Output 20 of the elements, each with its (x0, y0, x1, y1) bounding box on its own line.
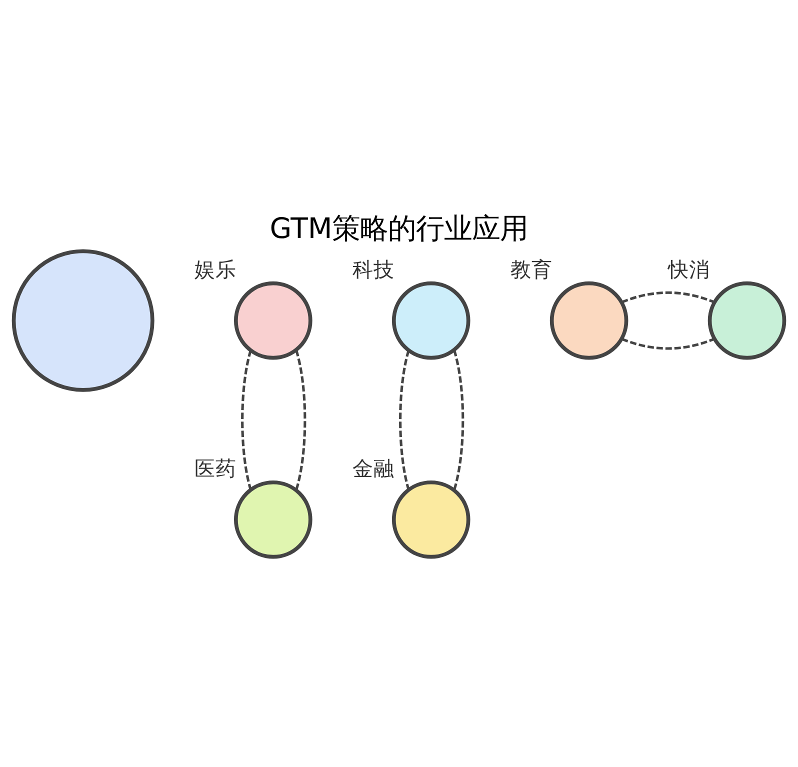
node-circle (550, 281, 628, 360)
node-label: 医药 (194, 456, 236, 481)
connector (452, 350, 464, 491)
node-label: 教育 (510, 258, 552, 282)
node-label: 快消 (668, 258, 710, 282)
diagram-title: GTM策略的行业应用 (270, 212, 528, 245)
node-circle (12, 249, 154, 392)
node-label: 科技 (352, 258, 394, 282)
node-circle (708, 281, 786, 360)
node-label: 娱乐 (194, 258, 236, 282)
node-circle (234, 281, 312, 360)
connector (399, 350, 410, 490)
node-circle (234, 480, 312, 559)
connector (621, 291, 715, 304)
connector (241, 350, 252, 490)
node-circle (392, 480, 470, 559)
node-label: 金融 (352, 456, 394, 481)
connector (294, 350, 306, 491)
connector (621, 338, 715, 350)
node-circle (392, 281, 470, 360)
